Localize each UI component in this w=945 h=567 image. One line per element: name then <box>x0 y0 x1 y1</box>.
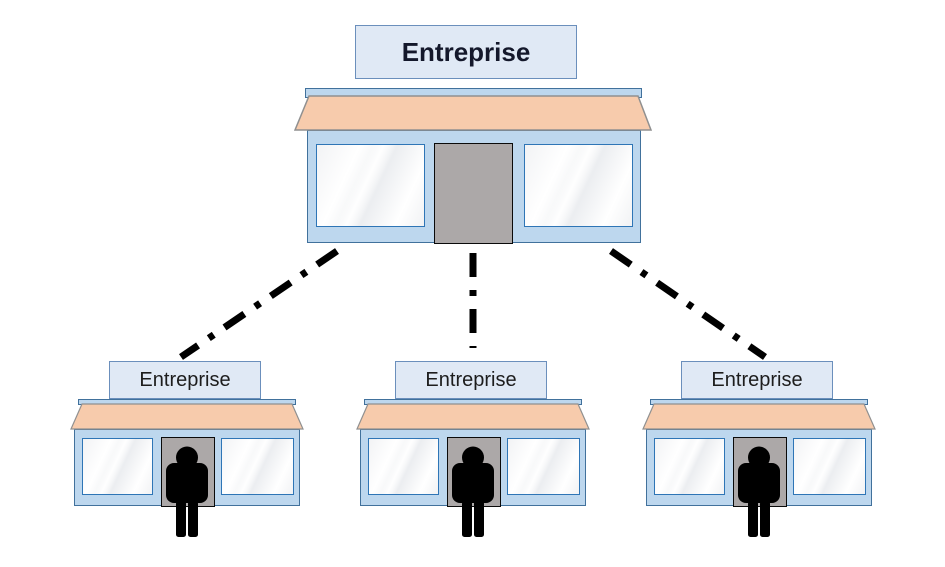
hq-label-box: Entreprise <box>355 25 577 79</box>
building-branch-middle: Entreprise <box>356 361 590 546</box>
person-icon <box>738 446 780 537</box>
branch-middle-window-right <box>507 438 580 495</box>
person-icon <box>166 446 208 537</box>
branch-right-window-right <box>793 438 866 495</box>
hq-door <box>434 143 513 244</box>
person-icon <box>452 446 494 537</box>
branch-right-label-box: Entreprise <box>681 361 833 399</box>
branch-right-label: Entreprise <box>711 368 803 391</box>
connector-hq-to-right <box>609 248 767 360</box>
hq-awning <box>294 95 652 131</box>
branch-left-awning <box>70 403 304 430</box>
branch-right-awning <box>642 403 876 430</box>
branch-left-window-left <box>82 438 153 495</box>
branch-middle-window-left <box>368 438 439 495</box>
branch-middle-label-box: Entreprise <box>395 361 547 399</box>
building-hq: Entreprise <box>294 25 654 244</box>
branch-right-window-left <box>654 438 725 495</box>
branch-middle-label: Entreprise <box>425 368 517 391</box>
connector-hq-to-left <box>179 248 339 360</box>
branch-left-label-box: Entreprise <box>109 361 261 399</box>
hq-window-left <box>316 144 425 227</box>
hq-label: Entreprise <box>401 36 531 67</box>
hq-window-right <box>524 144 633 227</box>
hq-building-body <box>307 130 641 244</box>
building-branch-right: Entreprise <box>642 361 876 546</box>
branch-left-label: Entreprise <box>139 368 231 391</box>
branch-middle-awning <box>356 403 590 430</box>
branch-left-window-right <box>221 438 294 495</box>
building-branch-left: Entreprise <box>70 361 304 546</box>
